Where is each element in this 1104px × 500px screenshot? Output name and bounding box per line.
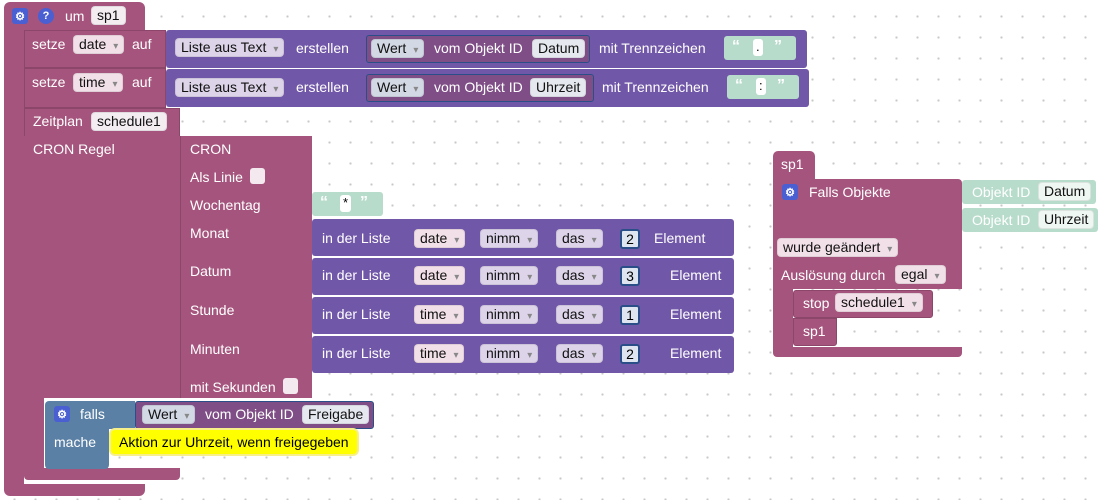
call-procedure-label: sp1 — [803, 323, 826, 339]
separator-date-value[interactable]: . — [753, 39, 763, 56]
split-text-date-sep-label: mit Trennzeichen — [599, 40, 706, 56]
index-field[interactable]: 2 — [620, 229, 640, 249]
index-field[interactable]: 1 — [620, 305, 640, 325]
index-field[interactable]: 2 — [620, 344, 640, 364]
object-id-uhrzeit-field[interactable]: Uhrzeit — [530, 78, 587, 97]
schedule-label: Zeitplan — [33, 113, 83, 129]
cron-rule-label: CRON Regel — [33, 141, 115, 157]
list-var-dropdown[interactable]: time — [414, 344, 465, 363]
get-value-freigabe-from-label: vom Objekt ID — [205, 406, 294, 422]
schedule-block-inner-spine — [24, 398, 44, 473]
procedure-spine — [4, 28, 24, 488]
if-label: falls — [80, 406, 105, 422]
help-icon[interactable]: ? — [38, 8, 54, 24]
schedule-name-field[interactable]: schedule1 — [91, 112, 167, 131]
in-list-label: in der Liste — [322, 267, 391, 283]
call-procedure-block[interactable] — [793, 318, 837, 346]
set-time-label: setze — [32, 74, 66, 90]
cron-weekday-label: Wochentag — [190, 197, 261, 213]
cron-month-label: Monat — [190, 225, 229, 241]
list-var-dropdown[interactable]: date — [414, 266, 466, 285]
cron-title: CRON — [190, 141, 232, 157]
cron-as-line-label: Als Linie — [190, 169, 243, 185]
triggered-by-label: Auslösung durch — [781, 267, 886, 283]
separator-time-string[interactable]: “ : ” — [727, 75, 799, 99]
if-block-footer — [45, 459, 109, 469]
with-seconds-checkbox[interactable] — [283, 378, 298, 394]
cron-day-label: Datum — [190, 263, 232, 279]
set-date-var-dropdown[interactable]: date — [73, 35, 125, 54]
trigger-hat — [773, 151, 815, 179]
split-text-date-op-dropdown[interactable]: Liste aus Text — [175, 38, 285, 57]
split-text-time-op-dropdown[interactable]: Liste aus Text — [175, 78, 285, 97]
cron-minutes-label: Minuten — [190, 341, 240, 357]
get-value-uhrzeit-dropdown[interactable]: Wert — [371, 78, 425, 97]
object-id-datum-field[interactable]: Datum — [532, 39, 586, 58]
take-dropdown[interactable]: nimm — [480, 229, 539, 248]
procedure-name-field[interactable]: sp1 — [91, 6, 126, 25]
set-time-to-label: auf — [132, 74, 152, 90]
element-label: Element — [670, 306, 722, 322]
which-dropdown[interactable]: das — [556, 266, 603, 285]
take-dropdown[interactable]: nimm — [480, 344, 539, 363]
element-label: Element — [654, 230, 706, 246]
which-dropdown[interactable]: das — [556, 229, 603, 248]
index-field[interactable]: 3 — [620, 266, 640, 286]
cron-seconds-label: mit Sekunden — [190, 379, 276, 395]
element-label: Element — [670, 345, 722, 361]
trigger-value-dropdown[interactable]: egal — [895, 265, 946, 284]
object-id-freigabe-field[interactable]: Freigabe — [302, 405, 370, 424]
set-date-label: setze — [32, 36, 66, 52]
trigger-hat-label: sp1 — [781, 156, 804, 172]
object-id-1-field[interactable]: Datum — [1038, 182, 1092, 201]
object-id-1-label: Objekt ID — [972, 184, 1031, 200]
gear-icon[interactable]: ⚙ — [54, 406, 70, 422]
split-text-date-create-label: erstellen — [296, 40, 349, 56]
as-line-checkbox[interactable] — [250, 168, 265, 184]
separator-date-string[interactable]: “ . ” — [724, 36, 796, 60]
weekday-value[interactable]: * — [340, 195, 352, 212]
set-date-to-label: auf — [132, 36, 152, 52]
set-time-var-dropdown[interactable]: time — [73, 73, 124, 92]
split-text-time-sep-label: mit Trennzeichen — [602, 79, 709, 95]
which-dropdown[interactable]: das — [556, 344, 603, 363]
element-label: Element — [670, 267, 722, 283]
cron-block[interactable] — [180, 136, 312, 398]
in-list-label: in der Liste — [322, 230, 391, 246]
stop-label: stop — [803, 295, 830, 311]
take-dropdown[interactable]: nimm — [480, 305, 539, 324]
in-list-label: in der Liste — [322, 345, 391, 361]
gear-icon[interactable]: ⚙ — [782, 184, 798, 200]
do-label: mache — [54, 434, 97, 450]
object-id-2-field[interactable]: Uhrzeit — [1038, 210, 1095, 229]
trigger-footer — [773, 347, 962, 357]
separator-time-value[interactable]: : — [756, 78, 766, 95]
schedule-block-footer — [24, 468, 180, 480]
list-var-dropdown[interactable]: date — [414, 229, 466, 248]
if-block-do-row — [45, 429, 109, 459]
gear-icon[interactable]: ⚙ — [12, 8, 28, 24]
take-dropdown[interactable]: nimm — [480, 266, 539, 285]
procedure-footer — [4, 484, 145, 496]
changed-dropdown[interactable]: wurde geändert — [777, 238, 899, 257]
procedure-prefix: um — [65, 8, 85, 24]
which-dropdown[interactable]: das — [556, 305, 603, 324]
get-value-datum-dropdown[interactable]: Wert — [371, 39, 425, 58]
split-text-time-create-label: erstellen — [296, 79, 349, 95]
get-value-freigabe-dropdown[interactable]: Wert — [142, 405, 196, 424]
in-list-label: in der Liste — [322, 306, 391, 322]
stop-target-dropdown[interactable]: schedule1 — [835, 293, 923, 312]
list-var-dropdown[interactable]: time — [414, 305, 465, 324]
trigger-spine — [773, 289, 793, 349]
if-objects-label: Falls Objekte — [809, 184, 891, 200]
get-value-uhrzeit-from-label: vom Objekt ID — [434, 79, 523, 95]
weekday-string[interactable]: “ * ” — [312, 192, 383, 216]
get-value-datum-from-label: vom Objekt ID — [434, 40, 523, 56]
object-id-2-label: Objekt ID — [972, 212, 1031, 228]
comment-block[interactable]: Aktion zur Uhrzeit, wenn freigegeben — [111, 430, 357, 454]
cron-hour-label: Stunde — [190, 302, 235, 318]
